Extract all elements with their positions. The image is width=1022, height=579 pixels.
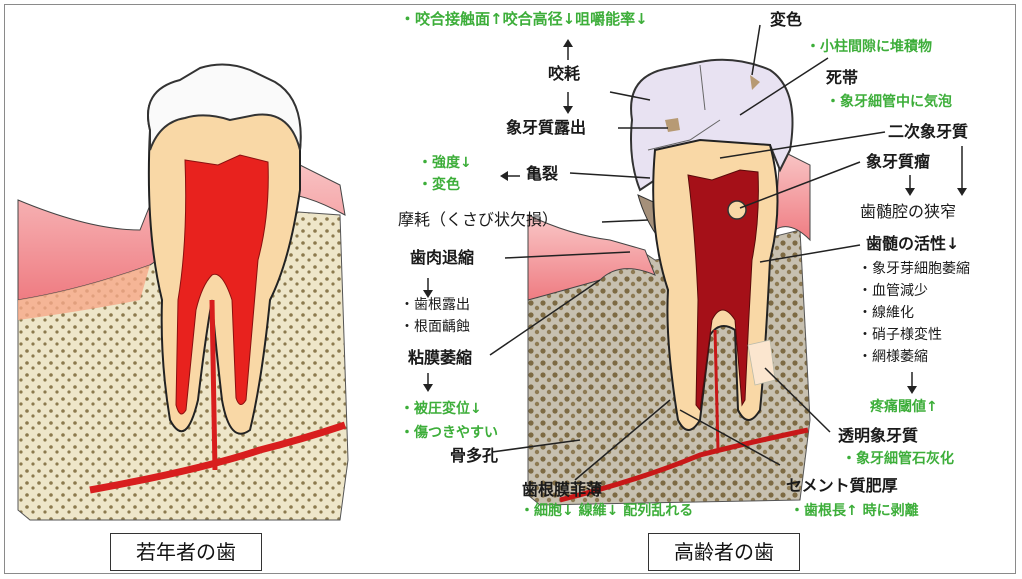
mucosa-atrophy-label: 粘膜萎縮: [408, 350, 472, 366]
mucosa-atrophy-effect-2: ・傷つきやすい: [400, 426, 498, 440]
dead-tract-detail: ・象牙細管中に気泡: [826, 95, 952, 109]
attrition-label: 咬耗: [548, 66, 580, 82]
abrasion-label: 摩耗（くさび状欠損）: [398, 212, 558, 228]
dead-tract-label: 死帯: [826, 70, 858, 86]
discoloration-detail: ・小柱間隙に堆積物: [806, 40, 932, 54]
pulp-stone-label: 象牙質瘤: [866, 154, 930, 170]
pain-threshold-label: 疼痛閾値↑: [870, 400, 938, 414]
transparent-dentin-detail: ・象牙細管石灰化: [842, 452, 954, 466]
osteoporosis-label: 骨多孔: [450, 448, 498, 464]
pdl-effects-label: ・細胞↓ 線維↓ 配列乱れる: [520, 504, 693, 518]
occlusal-effects-label: ・咬合接触面↑咬合高径↓咀嚼能率↓: [400, 12, 648, 27]
dentin-exposure-label: 象牙質露出: [506, 120, 586, 136]
crack-label: 亀裂: [526, 166, 558, 182]
pulp-activity-item-4: ・硝子様変性: [858, 328, 942, 342]
pulp-narrowing-label: 歯髄腔の狭窄: [860, 204, 956, 220]
gingival-recession-label: 歯肉退縮: [410, 250, 474, 266]
cementum-thickening-detail: ・歯根長↑ 時に剥離: [790, 504, 919, 518]
elderly-tooth-caption: 高齢者の歯: [648, 533, 800, 571]
mucosa-atrophy-effect-1: ・被圧変位↓: [400, 402, 482, 416]
crack-effect-discoloration: ・変色: [418, 178, 460, 192]
young-tooth: [18, 64, 348, 520]
transparent-dentin-label: 透明象牙質: [838, 428, 918, 444]
discoloration-label: 変色: [770, 12, 802, 28]
crack-effect-strength: ・強度↓: [418, 156, 472, 170]
cementum-thickening-label: セメント質肥厚: [786, 478, 898, 494]
gingival-recession-effect-1: ・歯根露出: [400, 298, 470, 312]
secondary-dentin-label: 二次象牙質: [888, 124, 968, 140]
pulp-activity-item-2: ・血管減少: [858, 284, 928, 298]
pulp-activity-item-3: ・線維化: [858, 306, 914, 320]
pulp-activity-item-5: ・網様萎縮: [858, 350, 928, 364]
pdl-thinning-label: 歯根膜菲薄: [522, 482, 602, 498]
pulp-activity-label: 歯髄の活性↓: [866, 236, 959, 252]
pulp-activity-item-1: ・象牙芽細胞萎縮: [858, 262, 970, 276]
gingival-recession-effect-2: ・根面齲蝕: [400, 320, 470, 334]
young-tooth-caption: 若年者の歯: [110, 533, 262, 571]
